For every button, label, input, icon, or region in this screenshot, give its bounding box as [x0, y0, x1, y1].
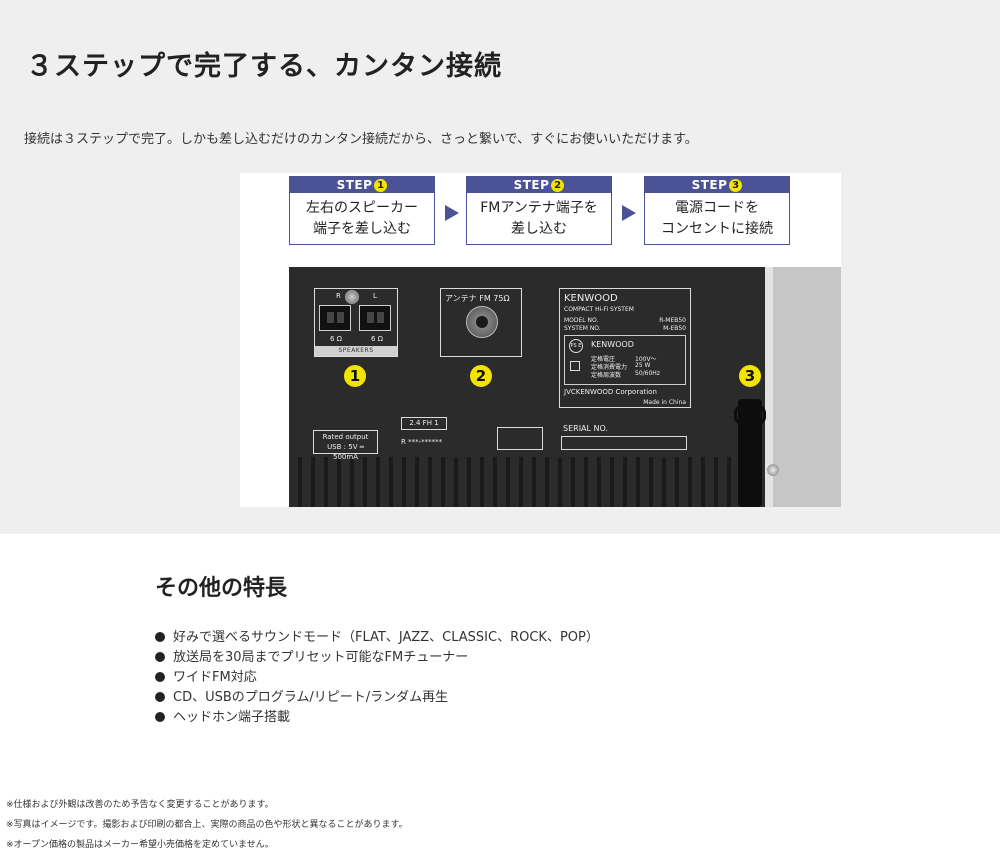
brand-name: KENWOOD: [564, 293, 618, 304]
spec-power-label: 定格消費電力: [591, 364, 628, 371]
bullet-icon: [155, 652, 165, 662]
usb-rating-box: Rated output USB : 5V ═ 500mA: [313, 430, 378, 461]
screw-icon: [345, 290, 359, 304]
spec-freq-value: 50/60Hz: [635, 370, 660, 377]
system-row: SYSTEM NO.M-EB50: [564, 325, 686, 332]
badge-3: 3: [739, 365, 761, 387]
badge-2: 2: [470, 365, 492, 387]
list-item: 放送局を30局までプリセット可能なFMチューナー: [155, 648, 599, 668]
speaker-jack-l: [359, 305, 391, 331]
step-1-number: 1: [374, 179, 388, 192]
arrow-right-icon: [445, 205, 459, 221]
footnote: ※仕様および外観は改善のため予告なく変更することがあります。: [6, 800, 274, 810]
screw-icon: [767, 464, 779, 476]
step-1-text: 左右のスピーカー 端子を差し込む: [306, 199, 418, 237]
page-title: ３ステップで完了する、カンタン接続: [26, 51, 502, 82]
made-in-label: Made in China: [643, 399, 686, 406]
power-cable: [738, 399, 762, 507]
double-insulation-icon: [570, 361, 580, 371]
speaker-l-label: L: [373, 292, 377, 300]
spec-voltage-label: 定格電圧: [591, 356, 616, 363]
arrow-right-icon: [622, 205, 636, 221]
vent-grille: [289, 457, 765, 507]
ohm-label-right: 6 Ω: [371, 335, 384, 343]
list-item: ヘッドホン端子搭載: [155, 708, 599, 728]
lead-text: 接続は３ステップで完了。しかも差し込むだけのカンタン接続だから、さっと繋いで、す…: [24, 132, 698, 147]
footnote: ※写真はイメージです。撮影および印刷の都合上、実際の商品の色や形状と異なることが…: [6, 820, 408, 830]
speaker-r-label: R: [336, 292, 341, 300]
footnote: ※オープン価格の製品はメーカー希望小売価格を定めていません。: [6, 840, 274, 850]
badge-1: 1: [344, 365, 366, 387]
spec-voltage-value: 100V～: [635, 356, 657, 363]
step-2-number: 2: [551, 179, 565, 192]
corporation-name: JVCKENWOOD Corporation: [564, 388, 657, 396]
speaker-jack-r: [319, 305, 351, 331]
pse-mark-icon: PS E: [569, 339, 583, 353]
step-3-text: 電源コードを コンセントに接続: [661, 199, 773, 237]
step-2-text: FMアンテナ端子を 差し込む: [480, 199, 598, 237]
panel-edge: [765, 267, 773, 507]
spec-box: PS E KENWOOD 定格電圧 100V～ 定格消費電力 25 W 定格周波…: [564, 335, 686, 385]
fh-label: 2.4 FH 1: [401, 417, 447, 430]
features-title: その他の特長: [155, 576, 288, 601]
serial-box: [561, 436, 687, 450]
antenna-connector-icon: [466, 306, 498, 338]
antenna-label: アンテナ FM 75Ω: [445, 294, 510, 303]
spec-brand: KENWOOD: [591, 340, 634, 349]
rear-panel-photo: R L 6 Ω 6 Ω SPEAKERS アンテナ FM 75Ω: [289, 267, 765, 507]
list-item: CD、USBのプログラム/リピート/ランダム再生: [155, 688, 599, 708]
bullet-icon: [155, 712, 165, 722]
spec-freq-label: 定格周波数: [591, 372, 622, 379]
antenna-terminal-box: アンテナ FM 75Ω: [440, 288, 522, 357]
cert-code: R ***-******: [401, 438, 443, 446]
feature-list: 好みで選べるサウンドモード（FLAT、JAZZ、CLASSIC、ROCK、POP…: [155, 628, 599, 728]
step-3-number: 3: [729, 179, 743, 192]
bullet-icon: [155, 672, 165, 682]
serial-label: SERIAL NO.: [563, 424, 609, 433]
brand-subtitle: COMPACT Hi-Fi SYSTEM: [564, 306, 634, 313]
spec-power-value: 25 W: [635, 362, 651, 369]
list-item: 好みで選べるサウンドモード（FLAT、JAZZ、CLASSIC、ROCK、POP…: [155, 628, 599, 648]
ohm-label-left: 6 Ω: [330, 335, 343, 343]
bullet-icon: [155, 632, 165, 642]
list-item: ワイドFM対応: [155, 668, 599, 688]
footnotes: ※仕様および外観は改善のため予告なく変更することがあります。 ※写真はイメージで…: [6, 795, 408, 855]
connection-section: ３ステップで完了する、カンタン接続 接続は３ステップで完了。しかも差し込むだけの…: [0, 0, 1000, 534]
speaker-terminal-box: R L 6 Ω 6 Ω SPEAKERS: [314, 288, 398, 357]
blank-label-box: [497, 427, 543, 450]
speakers-label: SPEAKERS: [315, 346, 397, 356]
rating-label: KENWOOD COMPACT Hi-Fi SYSTEM MODEL NO.R-…: [559, 288, 691, 408]
bullet-icon: [155, 692, 165, 702]
model-row: MODEL NO.R-MEB50: [564, 317, 686, 324]
